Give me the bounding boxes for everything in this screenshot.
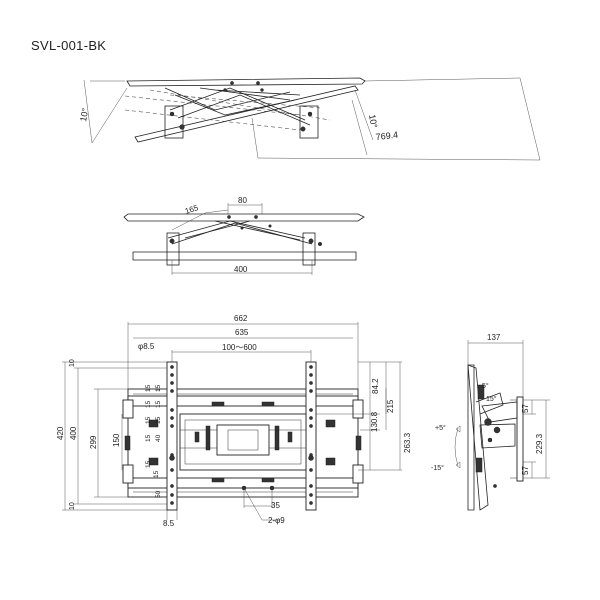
- dim-35-label: 35: [271, 501, 280, 510]
- dim-263-3-label: 263.3: [403, 432, 412, 453]
- extension-length-label: 769.4: [375, 130, 398, 142]
- slot-note-label: 2-φ9: [268, 516, 285, 525]
- rail-spacing-labels: 15 15 15 15 15 15 15 40 15 15 50: [145, 384, 162, 498]
- svg-text:15: 15: [145, 460, 152, 468]
- mount-height-label: 400: [69, 426, 78, 440]
- svg-text:15: 15: [145, 434, 152, 442]
- overall-width-label: 662: [234, 314, 248, 323]
- dim-215-label: 215: [386, 399, 395, 413]
- tilt-up-small-label: 5°: [482, 382, 489, 390]
- edge-10-top: 10: [69, 359, 76, 367]
- top-width-label: 400: [234, 265, 248, 274]
- side-depth-label: 137: [487, 333, 501, 342]
- vesa-range-label: 100～600: [222, 343, 257, 352]
- hole-dia-label: φ8.5: [138, 342, 155, 351]
- inner-width-label: 635: [235, 328, 249, 337]
- svg-text:15: 15: [155, 416, 162, 424]
- side-dim-229-3: 229.3: [535, 433, 544, 454]
- rail-slots: [169, 365, 314, 505]
- side-view: +5° -15° 5° 15° 137 57 57 229.3: [431, 333, 550, 511]
- edge-10-bottom: 10: [69, 502, 76, 510]
- side-dim-57a: 57: [521, 404, 530, 413]
- side-dim-57b: 57: [521, 466, 530, 475]
- dim-84-2-label: 84.2: [371, 378, 380, 394]
- dim-299-label: 299: [89, 435, 98, 449]
- bottom-hole-label: 8.5: [163, 519, 175, 528]
- svg-text:40: 40: [155, 434, 162, 442]
- tilt-angle-label: 10°: [78, 107, 90, 123]
- tilt-angle-label-2: 10°: [367, 114, 379, 130]
- svg-text:15: 15: [145, 400, 152, 408]
- tilt-top-view: 10° 10° 769.4: [78, 77, 541, 161]
- model-title: SVL-001-BK: [31, 38, 107, 53]
- front-view: 662 635 100～600 φ8.5 420 400 299 150 10 …: [56, 314, 412, 528]
- tilt-down-small-label: 15°: [486, 395, 497, 403]
- svg-text:15: 15: [155, 400, 162, 408]
- dim-130-8-label: 130.8: [370, 411, 379, 432]
- svg-text:15: 15: [153, 470, 160, 478]
- svg-text:15: 15: [145, 416, 152, 424]
- dim-150-label: 150: [112, 433, 121, 447]
- svg-text:15: 15: [155, 384, 162, 392]
- svg-text:15: 15: [145, 384, 152, 392]
- svg-text:50: 50: [155, 490, 162, 498]
- bracket-spacing-label: 80: [238, 196, 247, 205]
- tilt-down-label: -15°: [431, 464, 444, 472]
- overall-height-label: 420: [56, 426, 65, 440]
- top-view: 80 165 400: [123, 196, 365, 275]
- tilt-up-label: +5°: [435, 424, 446, 432]
- offset-label: 165: [184, 203, 200, 216]
